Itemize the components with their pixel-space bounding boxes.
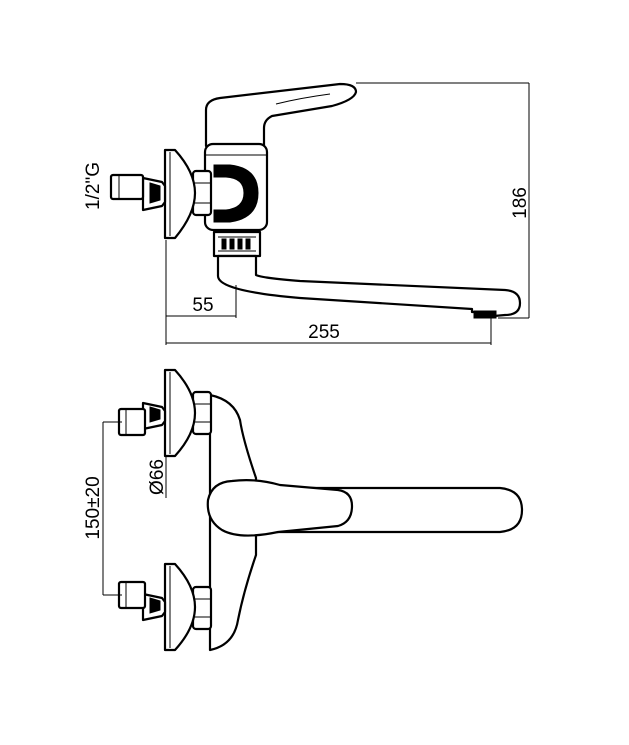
- side-view-dimensions: [165, 82, 530, 345]
- dim-thread-label: 1/2"G: [83, 162, 104, 210]
- side-spout: [216, 254, 522, 318]
- top-lower-inlet-pipe: [117, 580, 147, 610]
- faucet-top-view: [117, 368, 524, 652]
- side-aerator: [473, 310, 497, 319]
- top-lower-rosette: [163, 562, 197, 652]
- dim-centers-label: 150±20: [83, 476, 104, 539]
- side-inlet-pipe: [109, 173, 145, 201]
- top-upper-rosette: [163, 368, 197, 458]
- top-view-dimensions: [102, 421, 167, 596]
- dim-offset-label: 55: [192, 295, 213, 316]
- side-lever-handle: [204, 82, 358, 148]
- dim-reach-label: 255: [308, 322, 340, 343]
- dim-height-label: 186: [510, 187, 531, 219]
- top-lever-handle: [206, 479, 354, 537]
- side-body-c-shape: [213, 164, 259, 223]
- side-wall-rosette: [163, 148, 197, 240]
- faucet-side-view: [109, 82, 522, 319]
- dim-rosette-label: Ø66: [147, 459, 168, 495]
- side-diverter: [212, 230, 262, 258]
- top-upper-inlet-pipe: [117, 407, 147, 437]
